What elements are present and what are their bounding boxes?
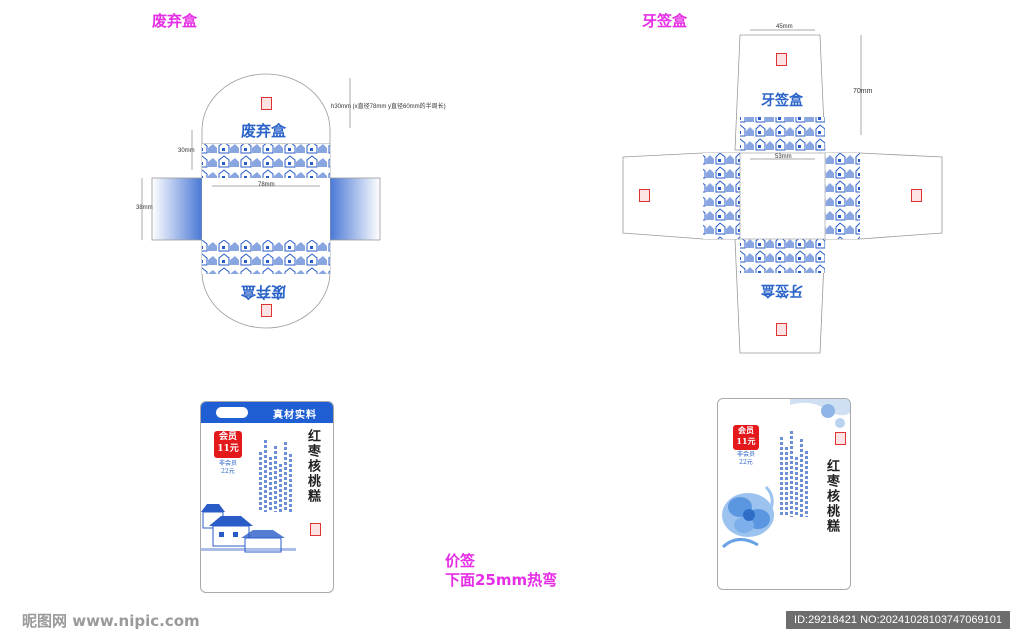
image-id-bar: ID:29218421 NO:20241028103747069101	[786, 611, 1010, 629]
hanging-hole	[216, 407, 248, 418]
floral-corner-top	[790, 399, 850, 428]
toothpick-seal-bottom	[776, 323, 787, 336]
member-label: 会员	[218, 432, 237, 442]
nonmember-price: 22元	[221, 468, 235, 475]
waste-box-dieline	[141, 73, 381, 329]
site-watermark: 昵图网 www.nipic.com	[22, 612, 200, 630]
toothpick-dim-45: 45mm	[776, 24, 793, 30]
description-lines-left	[259, 440, 294, 516]
toothpick-dim-70: 70mm	[853, 88, 873, 95]
member-label: 会员	[738, 425, 754, 435]
price-tag-left-header: 真材实料	[273, 410, 317, 421]
waste-box-heading: 废弃盒	[152, 12, 198, 30]
waste-box-lid-title-inverted: 废弃盒	[241, 283, 287, 301]
nonmember-price: 22元	[739, 459, 753, 466]
toothpick-box-dieline	[622, 29, 943, 354]
nonmember-price-left: 非会员 22元	[213, 460, 243, 476]
product-name-left: 红枣核桃糕	[305, 429, 320, 504]
toothpick-box-heading: 牙签盒	[642, 12, 688, 30]
price-tag-heading: 价签	[445, 552, 476, 570]
price-tag-left-seal	[310, 523, 321, 536]
member-price-badge-left: 会员 11元	[214, 431, 242, 458]
waste-box-seal-top	[261, 97, 272, 110]
toothpick-box-title-inverted: 牙签盒	[761, 282, 803, 298]
nonmember-label: 非会员	[736, 451, 755, 458]
toothpick-seal-top	[776, 53, 787, 66]
toothpick-box-title: 牙签盒	[761, 93, 803, 109]
waste-box-dim-height-note: h30mm (x直径78mm y直径60mm的半周长)	[331, 104, 446, 110]
waste-box-dim-78: 78mm	[258, 182, 275, 188]
nonmember-price-right: 非会员 22元	[731, 451, 761, 467]
member-price: 11元	[736, 436, 756, 446]
village-illustration	[201, 504, 296, 553]
price-tag-right: 会员 11元 非会员 22元 红枣核桃糕	[717, 398, 851, 590]
price-tag-right-seal	[835, 432, 846, 445]
waste-box-dim-30: 30mm	[178, 148, 195, 154]
price-tag-note: 下面25mm热弯	[445, 571, 558, 589]
product-name-right: 红枣核桃糕	[824, 459, 839, 534]
member-price: 11元	[217, 444, 239, 454]
waste-box-seal-bottom	[261, 304, 272, 317]
waste-box-lid-title: 废弃盒	[241, 122, 287, 140]
toothpick-seal-left	[639, 189, 650, 202]
blue-flower-illustration	[721, 485, 774, 549]
toothpick-seal-right	[911, 189, 922, 202]
waste-box-dim-38: 38mm	[136, 205, 153, 211]
nonmember-label: 非会员	[218, 460, 237, 467]
toothpick-dim-53: 53mm	[775, 154, 792, 160]
member-price-badge-right: 会员 11元	[733, 425, 759, 450]
description-lines-right	[780, 431, 810, 521]
price-tag-left: 真材实料 会员 11元 非会员 22元 红枣核桃糕	[200, 401, 334, 593]
